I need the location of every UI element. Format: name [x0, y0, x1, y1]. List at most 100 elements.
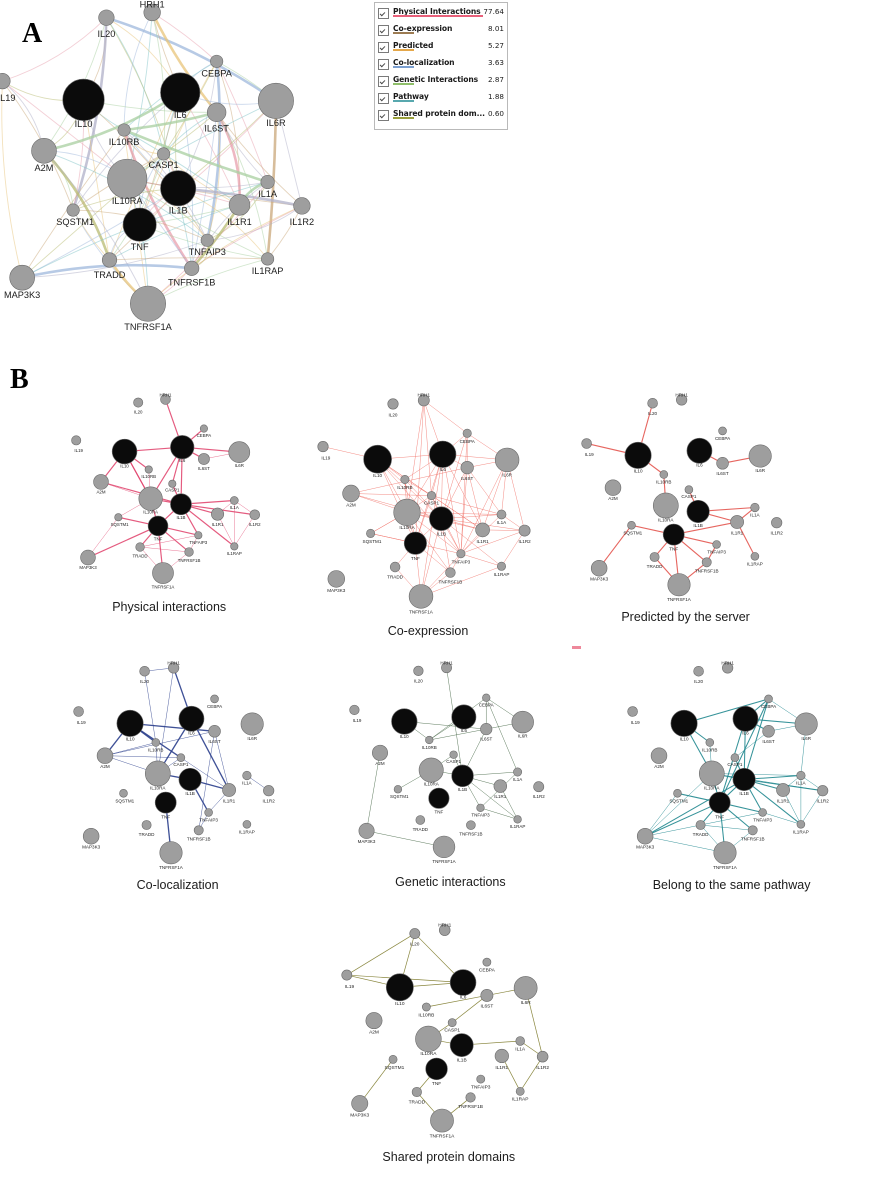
gene-node-tnfaip3[interactable] [456, 549, 466, 559]
gene-node-map3k3[interactable] [590, 560, 608, 577]
gene-node-il1rap[interactable] [513, 815, 522, 824]
gene-node-il6[interactable] [160, 72, 201, 113]
gene-node-cebpa[interactable] [210, 54, 224, 68]
gene-node-il10rb[interactable] [705, 738, 715, 747]
gene-node-tnfaip3[interactable] [200, 233, 214, 247]
gene-node-il19[interactable] [0, 73, 11, 90]
gene-node-il1r1[interactable] [776, 783, 790, 797]
gene-node-a2m[interactable] [31, 138, 57, 164]
gene-node-il6r[interactable] [511, 710, 534, 734]
gene-node-il1r1[interactable] [228, 194, 251, 216]
gene-node-il1rap[interactable] [242, 820, 252, 829]
gene-node-tnfrsf1a[interactable] [667, 573, 691, 597]
gene-node-hrh1[interactable] [168, 662, 180, 674]
gene-node-il6[interactable] [732, 705, 759, 732]
gene-node-tnfrsf1b[interactable] [184, 260, 200, 276]
gene-node-il10rb[interactable] [117, 123, 131, 137]
gene-node-sqstm1[interactable] [119, 789, 128, 798]
gene-node-tnf[interactable] [425, 1057, 448, 1081]
gene-node-tnfaip3[interactable] [476, 1074, 486, 1084]
gene-node-il10[interactable] [385, 973, 414, 1002]
gene-node-cebpa[interactable] [482, 957, 492, 967]
gene-node-il1r2[interactable] [249, 509, 261, 521]
gene-node-tnf[interactable] [708, 791, 731, 814]
gene-node-il20[interactable] [139, 665, 150, 677]
gene-node-tradd[interactable] [389, 561, 401, 573]
gene-node-il6r[interactable] [513, 976, 538, 1000]
gene-node-il6r[interactable] [748, 444, 772, 468]
gene-node-il10ra[interactable] [107, 158, 148, 199]
gene-node-tnf[interactable] [154, 791, 177, 814]
gene-node-il20[interactable] [647, 397, 658, 409]
gene-node-map3k3[interactable] [636, 828, 654, 845]
gene-node-tnfrsf1a[interactable] [432, 835, 456, 859]
gene-node-casp1[interactable] [168, 479, 177, 488]
gene-node-tnf[interactable] [122, 207, 157, 242]
gene-node-il6[interactable] [170, 435, 195, 460]
gene-node-il19[interactable] [581, 438, 592, 449]
gene-node-il1a[interactable] [229, 496, 239, 505]
gene-node-il19[interactable] [627, 706, 638, 717]
gene-node-il1b[interactable] [449, 1033, 474, 1057]
gene-node-cebpa[interactable] [482, 693, 491, 702]
gene-node-a2m[interactable] [650, 747, 668, 764]
gene-node-hrh1[interactable] [160, 394, 171, 405]
gene-node-tnfrsf1a[interactable] [159, 841, 183, 865]
gene-node-il20[interactable] [409, 928, 421, 939]
checkbox-icon[interactable] [378, 8, 389, 19]
gene-node-il6[interactable] [178, 705, 205, 732]
gene-node-tradd[interactable] [141, 820, 152, 830]
gene-node-il10ra[interactable] [144, 760, 171, 787]
gene-node-il10ra[interactable] [652, 492, 679, 519]
gene-node-il10rb[interactable] [151, 738, 161, 747]
gene-node-casp1[interactable] [684, 485, 694, 494]
gene-node-sqstm1[interactable] [627, 521, 636, 530]
gene-node-casp1[interactable] [176, 753, 186, 762]
gene-node-il1r2[interactable] [536, 1050, 549, 1063]
legend-row-6[interactable]: Shared protein dom...0.60 [378, 107, 504, 124]
gene-node-tnfaip3[interactable] [194, 531, 203, 540]
gene-node-il10[interactable] [670, 709, 698, 737]
gene-node-tnfrsf1b[interactable] [701, 557, 712, 568]
gene-node-tradd[interactable] [695, 820, 706, 830]
gene-node-sqstm1[interactable] [393, 785, 403, 794]
gene-node-a2m[interactable] [365, 1012, 383, 1030]
checkbox-icon[interactable] [378, 110, 389, 121]
gene-node-il1r2[interactable] [817, 785, 829, 797]
gene-node-tnf[interactable] [403, 531, 427, 555]
gene-node-il10ra[interactable] [418, 757, 444, 783]
gene-node-map3k3[interactable] [327, 570, 345, 588]
gene-node-il6r[interactable] [228, 441, 251, 463]
gene-node-il1a[interactable] [513, 767, 523, 777]
gene-node-il19[interactable] [317, 441, 329, 453]
gene-node-il20[interactable] [413, 665, 424, 676]
gene-node-a2m[interactable] [604, 479, 622, 496]
gene-node-tradd[interactable] [411, 1086, 422, 1098]
gene-node-a2m[interactable] [96, 747, 114, 764]
gene-node-il1b[interactable] [732, 767, 756, 791]
gene-node-tnfrsf1b[interactable] [445, 567, 456, 578]
gene-node-il6st[interactable] [480, 723, 493, 736]
gene-node-cebpa[interactable] [764, 694, 773, 704]
gene-node-map3k3[interactable] [9, 264, 35, 291]
gene-node-casp1[interactable] [157, 147, 171, 161]
gene-node-il1b[interactable] [170, 493, 192, 516]
gene-node-il6r[interactable] [257, 82, 294, 119]
gene-node-tnfaip3[interactable] [758, 808, 767, 817]
gene-node-il10ra[interactable] [698, 760, 725, 787]
gene-node-il1r1[interactable] [730, 515, 744, 529]
gene-node-il1rap[interactable] [230, 542, 239, 551]
gene-node-il1a[interactable] [260, 174, 275, 190]
gene-node-il10rb[interactable] [421, 1002, 431, 1012]
gene-node-tnfrsf1a[interactable] [130, 285, 166, 322]
gene-node-cebpa[interactable] [210, 694, 219, 704]
gene-node-tradd[interactable] [135, 542, 145, 552]
gene-node-il1rap[interactable] [497, 561, 507, 571]
